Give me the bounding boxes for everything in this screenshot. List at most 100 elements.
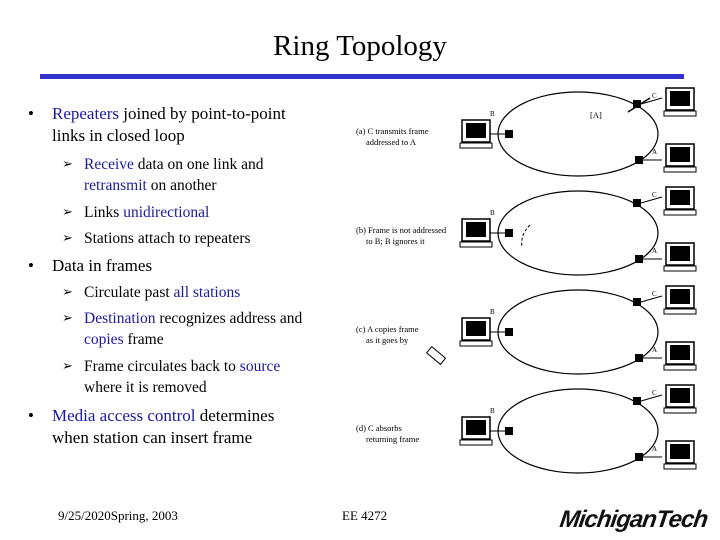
station-a-keyboard (663, 463, 697, 470)
footer-course: EE 4272 (342, 508, 388, 523)
sub-text: data on one link and (133, 156, 264, 173)
repeater-c (633, 298, 641, 306)
bullet-dot: • (28, 104, 34, 123)
repeater-b (505, 130, 513, 138)
station-c-keyboard (663, 110, 697, 117)
sub-bullet-circulates-back: ➢ Frame circulates back to source where … (62, 356, 280, 398)
station-b-keyboard (459, 241, 493, 248)
term-receive: Receive (84, 156, 134, 173)
station-a-label: A (652, 346, 658, 354)
repeater-c (633, 397, 641, 405)
link-c (640, 394, 663, 402)
arrow-bullet-icon: ➢ (62, 359, 73, 374)
panel-caption-line2: as it goes by (366, 335, 409, 345)
bullet-text: Data in frames (52, 256, 153, 275)
repeater-a (635, 453, 643, 461)
station-a-screen (670, 444, 690, 459)
panel-caption-line2: to B; B ignores it (366, 236, 425, 246)
station-c-screen (670, 388, 690, 403)
bullet-dot: • (28, 256, 34, 275)
sub-bullet-destination: ➢ Destination recognizes address and cop… (62, 308, 303, 350)
station-a-label: A (652, 445, 658, 453)
frame-packet (425, 345, 447, 366)
sub-text: recognizes address and (155, 310, 303, 327)
sub-text-line2: frame (123, 331, 164, 348)
bullet-repeaters: • Repeaters joined by point-to-point lin… (28, 103, 286, 147)
station-c-label: C (652, 389, 657, 397)
link-c (640, 295, 663, 303)
term-destination: Destination (84, 310, 156, 327)
link-c (640, 196, 663, 204)
station-a-screen (670, 246, 690, 261)
station-a-screen (670, 345, 690, 360)
repeater-a (635, 156, 643, 164)
station-b-screen (466, 123, 486, 138)
arrow-bullet-icon: ➢ (62, 311, 73, 326)
arrow-bullet-icon: ➢ (62, 157, 73, 172)
footer-term: Spring, 2003 (110, 508, 178, 523)
station-a-keyboard (663, 364, 697, 371)
sub-text: Frame circulates back to (84, 358, 240, 375)
repeater-b (505, 328, 513, 336)
station-c-keyboard (663, 407, 697, 414)
panel-caption-line2: returning frame (366, 434, 420, 444)
repeater-a (635, 255, 643, 263)
sub-text: Circulate past (84, 284, 174, 301)
repeater-b (505, 427, 513, 435)
arrow-bullet-icon: ➢ (62, 231, 73, 246)
bullet-text: joined by point-to-point (119, 104, 286, 123)
station-b-keyboard (459, 142, 493, 149)
sub-text: Stations attach to repeaters (84, 230, 251, 247)
term-copies: copies (84, 331, 124, 348)
panel-caption-line1: (b) Frame is not addressed (356, 225, 447, 235)
station-b-label: B (490, 209, 495, 217)
sub-text: Links (84, 204, 124, 221)
sub-bullet-receive: ➢ Receive data on one link and retransmi… (62, 154, 264, 196)
station-b-keyboard (459, 439, 493, 446)
station-c-keyboard (663, 209, 697, 216)
bullet-text-line2: when station can insert frame (52, 428, 253, 447)
station-a-screen (670, 147, 690, 162)
term-all-stations: all stations (173, 284, 241, 301)
station-b-label: B (490, 110, 495, 118)
station-c-screen (670, 289, 690, 304)
panel-caption-line1: (c) A copies frame (356, 324, 419, 334)
panel-caption-line2: addressed to A (366, 137, 417, 147)
bullet-text-line2: links in closed loop (52, 126, 185, 145)
ring-diagram-graphic (425, 87, 697, 474)
repeater-b (505, 229, 513, 237)
term-media-access-control: Media access control (52, 406, 196, 425)
station-a-keyboard (663, 265, 697, 272)
bullet-text: determines (195, 406, 275, 425)
sub-bullet-links: ➢ Links unidirectional (62, 202, 210, 223)
sub-bullet-stations: ➢ Stations attach to repeaters (62, 228, 251, 249)
bullet-mac: • Media access control determines when s… (28, 405, 275, 449)
footer-date-term: 9/25/2020Spring, 2003 (58, 508, 178, 524)
term-retransmit: retransmit (84, 177, 147, 194)
station-b-keyboard (459, 340, 493, 347)
title-underline (40, 74, 684, 79)
repeater-a (635, 354, 643, 362)
station-b-label: B (490, 407, 495, 415)
station-a-label: A (652, 247, 658, 255)
sub-bullet-circulate: ➢ Circulate past all stations (62, 282, 241, 303)
repeater-c (633, 100, 641, 108)
station-c-screen (670, 91, 690, 106)
arrow-bullet-icon: ➢ (62, 285, 73, 300)
arrow-bullet-icon: ➢ (62, 205, 73, 220)
station-b-screen (466, 420, 486, 435)
station-a-keyboard (663, 166, 697, 173)
slide-title: Ring Topology (273, 30, 447, 62)
station-c-label: C (652, 290, 657, 298)
term-unidirectional: unidirectional (123, 204, 210, 221)
term-repeaters: Repeaters (52, 104, 120, 123)
sub-text-line2: where it is removed (84, 379, 207, 396)
footer-date: 9/25/2020 (58, 508, 111, 523)
link-c (640, 97, 663, 105)
panel-caption-line1: (a) C transmits frame (356, 126, 429, 136)
michigan-tech-logo: MichiganTech (558, 506, 710, 533)
station-c-keyboard (663, 308, 697, 315)
sub-text-line2: on another (146, 177, 217, 194)
bullet-dot: • (28, 406, 34, 425)
